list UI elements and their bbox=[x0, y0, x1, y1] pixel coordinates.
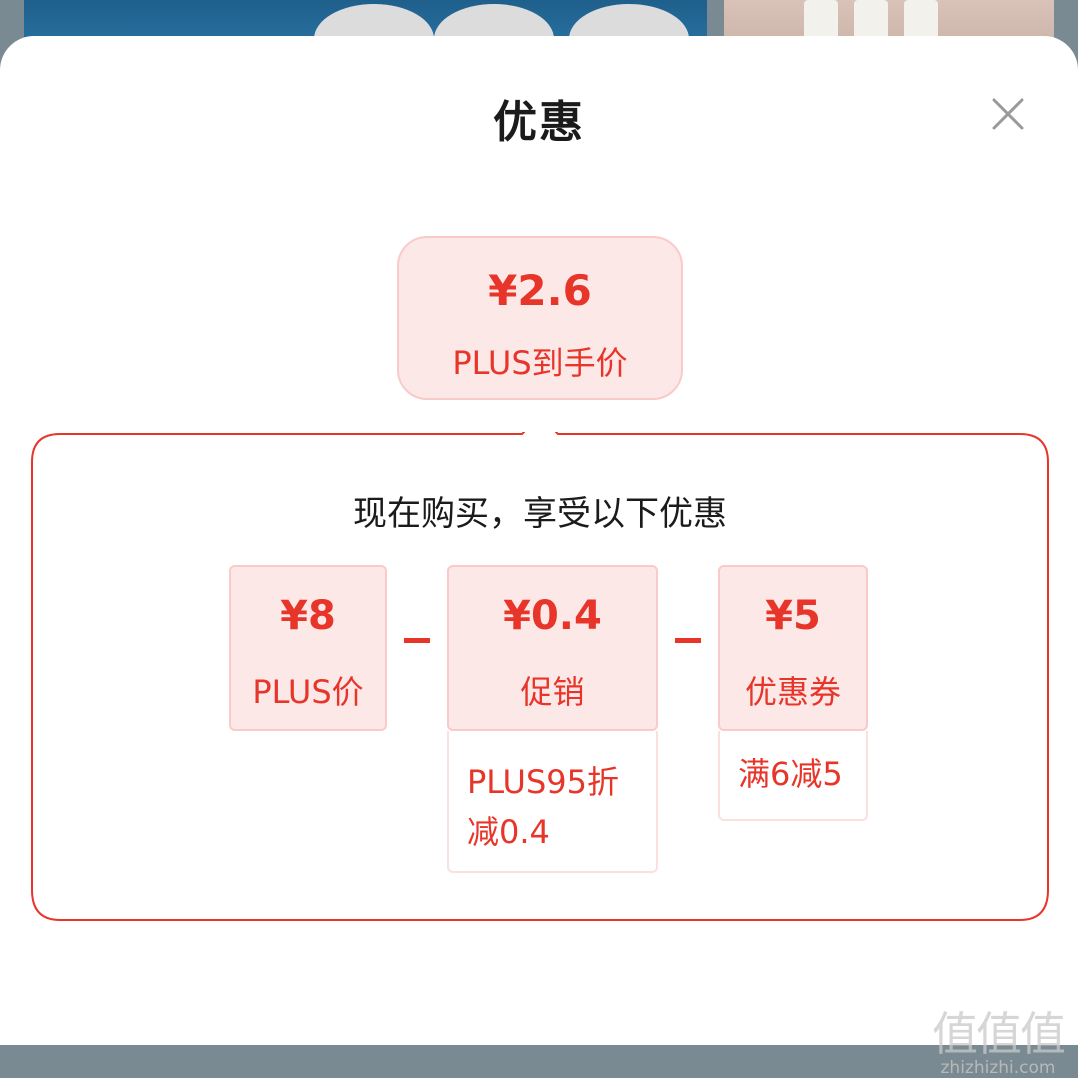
watermark: 值值值 zhizhizhi.com bbox=[928, 998, 1068, 1078]
discount-sheet: 优惠 ¥2.6 PLUS到手价 现在购买，享受以下优惠 ¥8 PLUS价 ¥0.… bbox=[0, 36, 1078, 1078]
final-price-label: PLUS到手价 bbox=[452, 344, 628, 382]
promotion-amount: ¥0.4 bbox=[503, 593, 602, 639]
coupon-label: 优惠券 bbox=[744, 673, 841, 711]
sheet-title: 优惠 bbox=[493, 97, 585, 148]
minus-icon bbox=[675, 638, 701, 643]
plus-price-amount: ¥8 bbox=[280, 593, 336, 639]
close-icon bbox=[992, 98, 1024, 130]
close-button[interactable] bbox=[986, 92, 1030, 136]
coupon-detail: 满6减5 bbox=[718, 731, 868, 821]
coupon-card: ¥5 优惠券 bbox=[718, 565, 868, 731]
promotion-card: ¥0.4 促销 bbox=[447, 565, 658, 731]
minus-icon bbox=[404, 638, 430, 643]
discount-breakdown-panel: 现在购买，享受以下优惠 ¥8 PLUS价 ¥0.4 促销 PLUS95折减0.4… bbox=[30, 432, 1050, 922]
final-price-box: ¥2.6 PLUS到手价 bbox=[397, 236, 683, 400]
final-price-amount: ¥2.6 bbox=[488, 266, 592, 315]
watermark-url: zhizhizhi.com bbox=[940, 1058, 1056, 1078]
promotion-detail: PLUS95折减0.4 bbox=[447, 731, 658, 873]
watermark-logo: 值值值 bbox=[932, 1007, 1066, 1061]
promotion-label: 促销 bbox=[520, 673, 585, 711]
coupon-amount: ¥5 bbox=[765, 593, 821, 639]
plus-price-card: ¥8 PLUS价 bbox=[229, 565, 387, 731]
breakdown-heading: 现在购买，享受以下优惠 bbox=[353, 494, 727, 534]
plus-price-label: PLUS价 bbox=[252, 673, 364, 711]
